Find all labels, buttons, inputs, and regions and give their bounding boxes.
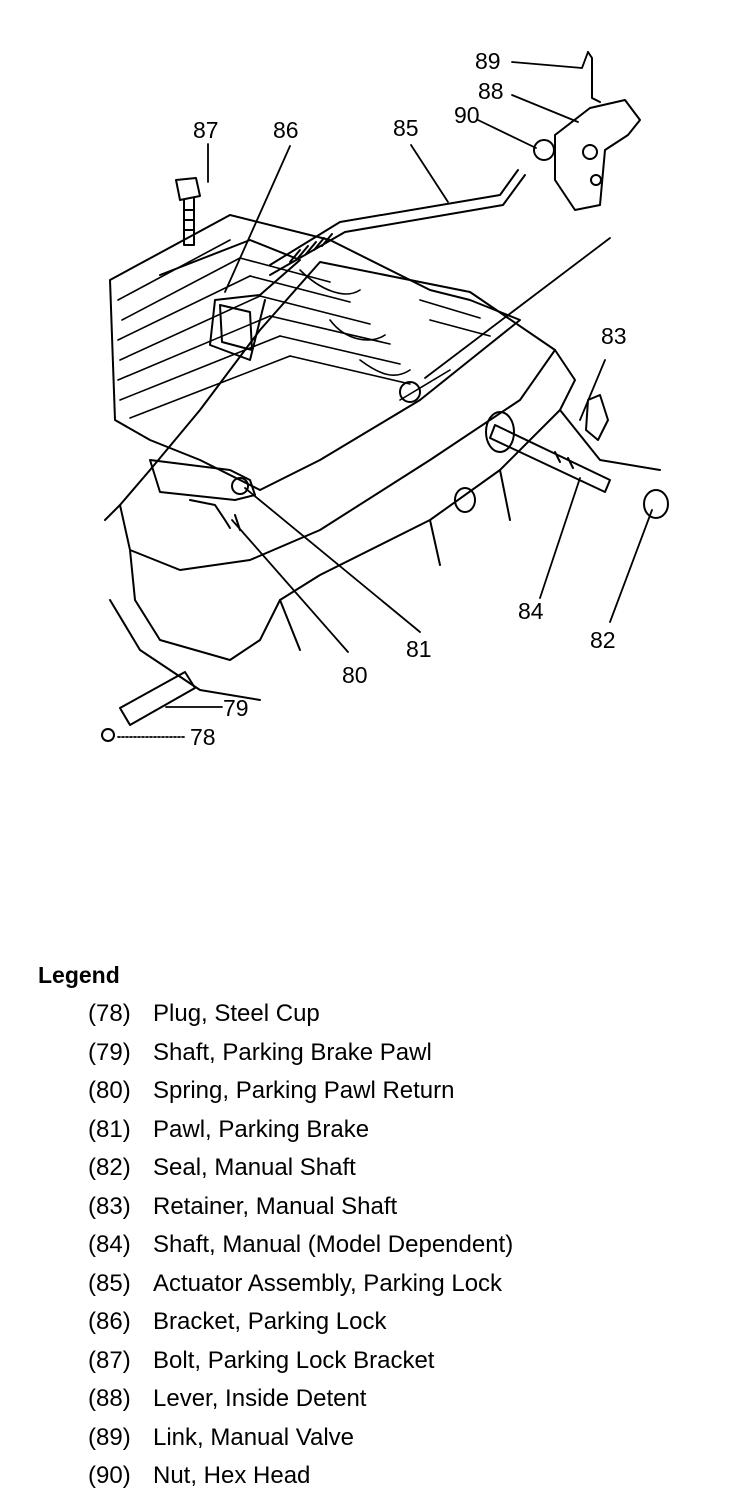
manual-shaft-seal-82 <box>643 489 669 519</box>
legend-item-number: (79) <box>88 1038 131 1066</box>
legend-item: (85) Actuator Assembly, Parking Lock <box>88 1265 718 1304</box>
legend-item-number: (83) <box>88 1192 131 1220</box>
callout-79: 79 <box>223 695 249 721</box>
legend-item-text: Actuator Assembly, Parking Lock <box>153 1269 503 1297</box>
callout-81: 81 <box>406 636 432 662</box>
legend-item: (86) Bracket, Parking Lock <box>88 1303 718 1342</box>
legend-title: Legend <box>38 962 120 988</box>
legend-item: (82) Seal, Manual Shaft <box>88 1149 718 1188</box>
legend-item-number: (88) <box>88 1385 131 1412</box>
bracket-86-cutout <box>219 304 253 351</box>
parking-pawl-spring-80 <box>189 499 241 531</box>
legend-item-text: Bracket, Parking Lock <box>153 1308 387 1335</box>
legend-item: (78) Plug, Steel Cup <box>88 995 718 1034</box>
legend-item-text: Link, Manual Valve <box>153 1423 354 1451</box>
callout-86: 86 <box>273 117 299 143</box>
callout-87: 87 <box>193 117 219 143</box>
legend-item-text: Plug, Steel Cup <box>153 1000 320 1027</box>
case-lower-body <box>109 409 661 701</box>
legend-item: (88) Lever, Inside Detent <box>88 1380 718 1419</box>
parking-lock-bracket-86 <box>159 239 301 361</box>
legend-item-text: Nut, Hex Head <box>153 1462 311 1489</box>
legend-item: (89) Link, Manual Valve <box>88 1419 718 1458</box>
legend-item-number: (78) <box>88 1000 131 1027</box>
case-boss-3 <box>399 381 421 403</box>
legend-item-number: (87) <box>88 1346 131 1374</box>
legend-item-number: (90) <box>88 1462 131 1489</box>
hex-nut-90 <box>533 139 555 161</box>
manual-shaft-84 <box>489 424 611 493</box>
legend-item-number: (81) <box>88 1115 131 1143</box>
legend-item: (84) Shaft, Manual (Model Dependent) <box>88 1226 718 1265</box>
case-flange <box>104 349 576 661</box>
legend-item: (90) Nut, Hex Head <box>88 1457 718 1496</box>
callout-83: 83 <box>601 323 627 349</box>
leader-lines <box>117 51 653 738</box>
exploded-parts-diagram: 89 88 90 87 86 85 83 84 82 81 80 79 78 <box>101 48 669 750</box>
bolt-87 <box>175 177 201 246</box>
legend: Legend (78) Plug, Steel Cup (79) Shaft, Pa… <box>38 962 718 1496</box>
lever-88-hole <box>582 144 598 160</box>
case-outline <box>119 261 556 571</box>
callout-78: 78 <box>190 724 216 750</box>
parking-brake-pawl-shaft-79 <box>119 671 196 726</box>
legend-item-text: Retainer, Manual Shaft <box>153 1192 398 1220</box>
legend-item-text: Spring, Parking Pawl Return <box>153 1077 455 1104</box>
legend-item-number: (86) <box>88 1308 131 1335</box>
callout-labels: 89 88 90 87 86 85 83 84 82 81 80 79 78 <box>190 48 627 750</box>
legend-item-number: (82) <box>88 1154 131 1181</box>
legend-item: (83) Retainer, Manual Shaft <box>88 1188 718 1227</box>
callout-90: 90 <box>454 102 480 128</box>
legend-item-text: Bolt, Parking Lock Bracket <box>153 1346 435 1374</box>
parking-brake-pawl-81 <box>149 459 256 501</box>
lever-88-hole-small <box>590 174 602 186</box>
case-boss-2 <box>454 487 476 513</box>
callout-88: 88 <box>478 78 504 104</box>
legend-item: (79) Shaft, Parking Brake Pawl <box>88 1034 718 1073</box>
callout-82: 82 <box>590 627 616 653</box>
callout-84: 84 <box>518 598 544 624</box>
steel-cup-plug-78 <box>101 728 115 742</box>
valve-body <box>109 214 521 491</box>
manual-valve-link-89 <box>587 51 601 103</box>
legend-item-number: (80) <box>88 1077 131 1104</box>
legend-list: (78) Plug, Steel Cup (79) Shaft, Parking B… <box>38 995 718 1496</box>
actuator-rod-85 <box>269 169 526 276</box>
manual-shaft-retainer-83 <box>585 394 609 441</box>
callout-85: 85 <box>393 115 419 141</box>
legend-item-text: Lever, Inside Detent <box>153 1385 367 1412</box>
legend-item: (87) Bolt, Parking Lock Bracket <box>88 1342 718 1381</box>
legend-item-text: Pawl, Parking Brake <box>153 1115 370 1143</box>
case-boss <box>485 411 515 453</box>
legend-item-text: Shaft, Parking Brake Pawl <box>153 1038 432 1066</box>
legend-item-number: (85) <box>88 1269 131 1297</box>
inside-detent-lever-88 <box>554 99 641 211</box>
legend-item-text: Shaft, Manual (Model Dependent) <box>153 1231 514 1258</box>
valve-body-channels <box>117 239 491 419</box>
callout-89: 89 <box>475 48 501 74</box>
legend-item-text: Seal, Manual Shaft <box>153 1154 356 1181</box>
legend-item: (81) Pawl, Parking Brake <box>88 1111 718 1150</box>
legend-item-number: (89) <box>88 1423 131 1451</box>
legend-item-number: (84) <box>88 1231 131 1258</box>
actuator-spring-85 <box>289 233 333 263</box>
pawl-81-pivot <box>231 477 249 495</box>
legend-item: (80) Spring, Parking Pawl Return <box>88 1072 718 1111</box>
callout-80: 80 <box>342 662 368 688</box>
